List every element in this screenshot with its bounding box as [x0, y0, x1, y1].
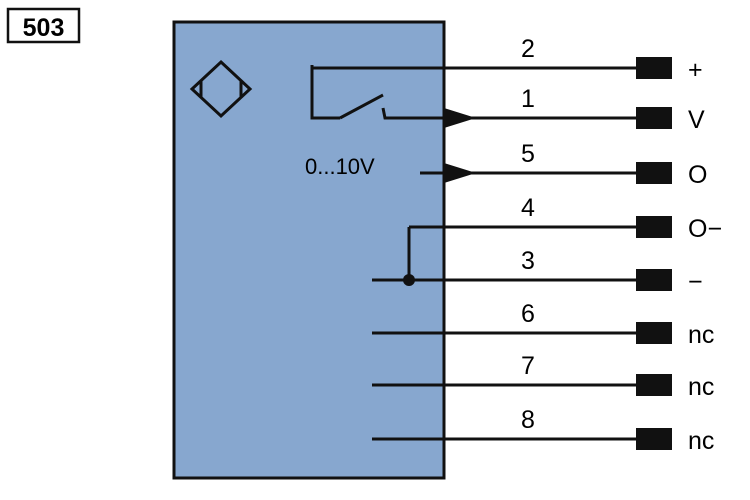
pin-signal-label: − — [688, 268, 703, 296]
pin-signal-label: V — [688, 106, 705, 134]
pin-number: 6 — [521, 300, 535, 328]
terminal-block — [636, 57, 672, 79]
terminal-block — [636, 216, 672, 238]
pin-number: 1 — [521, 85, 535, 113]
pin-6: 6 nc — [372, 300, 714, 349]
sensor-housing — [172, 20, 446, 480]
inductive-sensor-symbol-icon — [189, 59, 253, 119]
terminal-block — [636, 322, 672, 344]
terminal-block — [636, 374, 672, 396]
pin-signal-label: nc — [688, 427, 714, 455]
terminal-block — [636, 162, 672, 184]
pin-7: 7 nc — [372, 352, 714, 401]
pin-number: 3 — [521, 247, 535, 275]
terminal-block — [636, 269, 672, 291]
diagram-id-box: 503 — [6, 7, 81, 44]
pin-1: 1V — [430, 85, 705, 134]
pin-number: 4 — [521, 194, 535, 222]
pin-signal-label: O — [688, 161, 707, 189]
pin-4: 4O− — [409, 194, 722, 243]
pin-number: 7 — [521, 352, 535, 380]
pin-5: 5O — [420, 140, 707, 189]
diagram-id-label: 503 — [23, 14, 65, 42]
pin-signal-label: + — [688, 56, 703, 84]
pin-number: 2 — [521, 35, 535, 63]
analog-output-label: 0...10V — [305, 154, 375, 179]
pin-number: 5 — [521, 140, 535, 168]
pin-3: 3− — [372, 247, 703, 296]
pin-8: 8 nc — [372, 406, 714, 455]
pin-signal-label: nc — [688, 321, 714, 349]
signal-arrow-icon — [444, 163, 476, 183]
switch-contact — [310, 65, 430, 120]
pin-number: 8 — [521, 406, 535, 434]
terminal-block — [636, 107, 672, 129]
signal-arrow-icon — [444, 108, 476, 128]
pin-signal-label: O− — [688, 215, 722, 243]
pin-2: 2+ — [312, 35, 703, 84]
pin-signal-label: nc — [688, 373, 714, 401]
terminal-block — [636, 428, 672, 450]
